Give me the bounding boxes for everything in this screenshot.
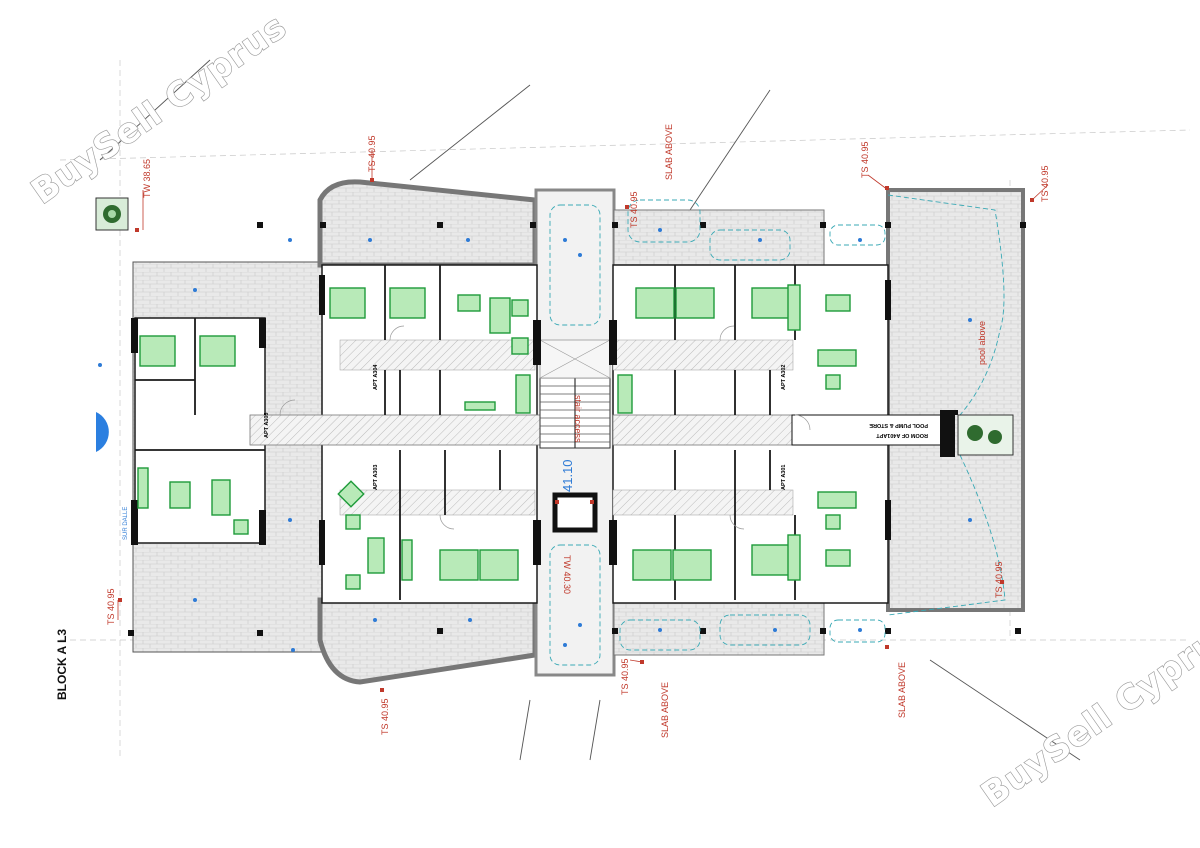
tree-icon <box>988 430 1002 444</box>
ts-label-core: TS 40.95 <box>629 191 639 228</box>
sofa-icon <box>367 537 385 574</box>
tw-label-core: TW 40.30 <box>562 555 572 594</box>
pump-label-line2: ROOM OF A401APT <box>876 432 928 438</box>
kitchen-counter-icon <box>787 284 801 331</box>
ts-label-bottom-right: TS 40.95 <box>994 561 1004 598</box>
bed-icon <box>751 544 793 576</box>
bed-icon <box>139 335 176 367</box>
center-level-label: 41.10 <box>560 459 575 492</box>
ts-label-bottom: TS 40.95 <box>380 698 390 735</box>
stair-note: stair access <box>573 395 583 443</box>
bed-icon <box>635 287 675 319</box>
slab-label-bottom: SLAB ABOVE <box>660 682 670 738</box>
armchair-icon <box>511 337 529 355</box>
apt-label-a304: APT A304 <box>373 364 379 390</box>
slab-label-bottom-right: SLAB ABOVE <box>897 662 907 718</box>
slab-outlines <box>549 194 1006 666</box>
apt-label-a305: APT A305 <box>264 413 270 438</box>
armchair-icon <box>233 519 249 535</box>
ts-label-left: TS 40.95 <box>106 588 116 625</box>
bed-icon <box>389 287 426 319</box>
bed-icon <box>439 549 479 581</box>
level-points <box>98 228 972 652</box>
sofa-icon <box>817 349 857 367</box>
sofa-icon <box>489 297 511 334</box>
armchair-icon <box>825 514 841 530</box>
pump-room <box>791 410 958 457</box>
apt-label-a303: APT A303 <box>373 465 379 490</box>
bed-icon <box>675 287 715 319</box>
kitchen-counter-icon <box>401 539 413 581</box>
armchair-icon <box>345 514 361 530</box>
washer-icon <box>515 374 531 414</box>
bed-icon <box>329 287 366 319</box>
lift-shaft <box>552 492 598 533</box>
slab-label-top: SLAB ABOVE <box>664 124 674 180</box>
bed-icon <box>479 549 519 581</box>
watermark-top-left: BuySell Cyprus <box>24 7 294 213</box>
drawing-title: BLOCK A L3 <box>55 629 69 700</box>
sofa-icon <box>817 491 857 509</box>
apt-label-a301: APT A301 <box>781 465 787 490</box>
corridor <box>249 339 794 516</box>
furniture <box>137 284 857 590</box>
tw-label-top: TW 38.65 <box>142 159 152 198</box>
armchair-icon <box>825 374 841 390</box>
armchair-icon <box>511 299 529 317</box>
bed-icon <box>672 549 712 581</box>
leader-lines <box>117 150 1049 663</box>
dining-table-icon <box>457 294 481 312</box>
site-lines <box>99 59 1081 761</box>
dining-table-icon <box>825 549 851 567</box>
washer-icon <box>617 374 633 414</box>
pump-label-line1: POOL PUMP & STORE <box>869 422 928 428</box>
ts-label-far-right: TS 40.95 <box>1040 165 1050 202</box>
ts-label-top: TS 40.95 <box>367 135 377 172</box>
bed-icon <box>632 549 672 581</box>
dining-table-icon <box>825 294 851 312</box>
pool-label: pool above <box>977 321 987 365</box>
kitchen-counter-icon <box>464 401 496 411</box>
stair-core <box>539 339 611 533</box>
door-swings <box>279 325 811 530</box>
kitchen-counter-icon <box>787 534 801 581</box>
planters <box>95 197 1014 456</box>
dining-table-icon <box>337 480 365 508</box>
side-note: SUR DALLE <box>123 507 129 540</box>
apt-label-a302: APT A302 <box>781 365 787 390</box>
dining-table-icon <box>169 481 191 509</box>
bed-icon <box>751 287 793 319</box>
columns <box>128 222 1026 636</box>
armchair-icon <box>345 574 361 590</box>
kitchen-counter-icon <box>137 467 149 509</box>
ts-label-bottom-core: TS 40.95 <box>620 658 630 695</box>
ts-label-right-top: TS 40.95 <box>860 141 870 178</box>
bed-icon <box>199 335 236 367</box>
sofa-icon <box>211 479 231 516</box>
tree-icon <box>967 425 983 441</box>
entry-marker <box>96 412 109 452</box>
